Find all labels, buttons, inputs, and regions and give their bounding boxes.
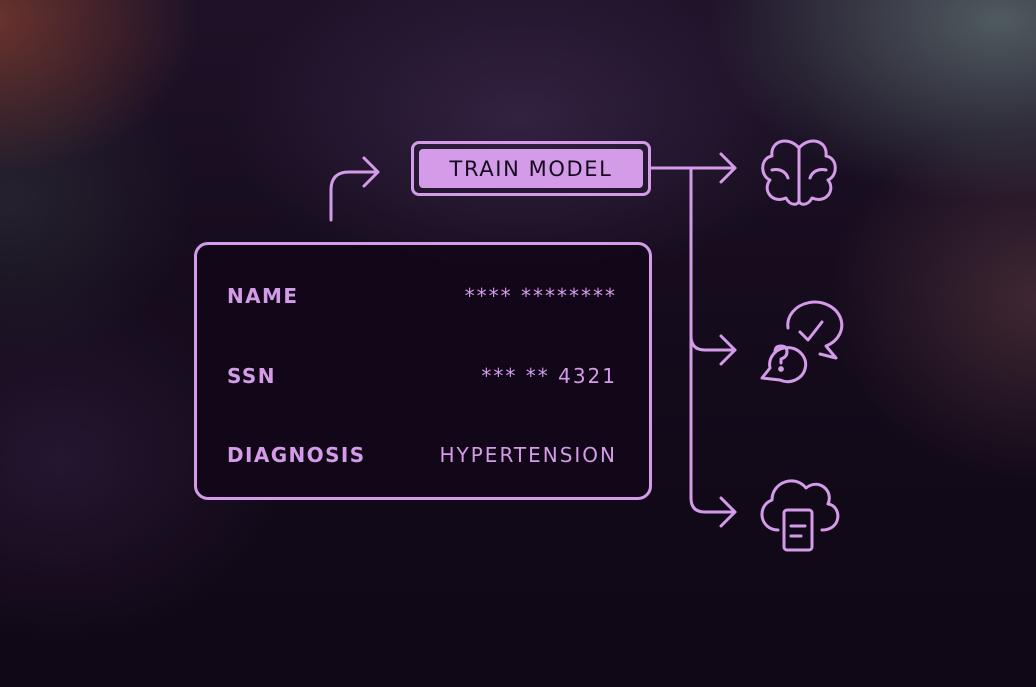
field-row-ssn: SSN *** ** 4321: [227, 361, 617, 391]
train-model-label: TRAIN MODEL: [449, 156, 613, 181]
arrow-record-to-train: [329, 156, 380, 222]
chat-question-check-icon: [760, 300, 844, 384]
field-label-diagnosis: DIAGNOSIS: [227, 443, 366, 467]
train-model-box: TRAIN MODEL: [411, 141, 651, 196]
patient-record-card: NAME **** ******** SSN *** ** 4321 DIAGN…: [194, 242, 652, 500]
train-model-label-bg: TRAIN MODEL: [419, 149, 643, 188]
field-value-diagnosis: HYPERTENSION: [439, 443, 617, 467]
field-label-name: NAME: [227, 284, 299, 308]
cloud-document-icon: [760, 479, 840, 552]
field-row-name: NAME **** ********: [227, 281, 617, 311]
field-value-name: **** ********: [464, 284, 617, 308]
brain-icon: [761, 139, 837, 206]
field-label-ssn: SSN: [227, 364, 276, 388]
branch-lines: [649, 152, 737, 528]
field-row-diagnosis: DIAGNOSIS HYPERTENSION: [227, 440, 617, 470]
field-value-ssn: *** ** 4321: [481, 364, 617, 388]
